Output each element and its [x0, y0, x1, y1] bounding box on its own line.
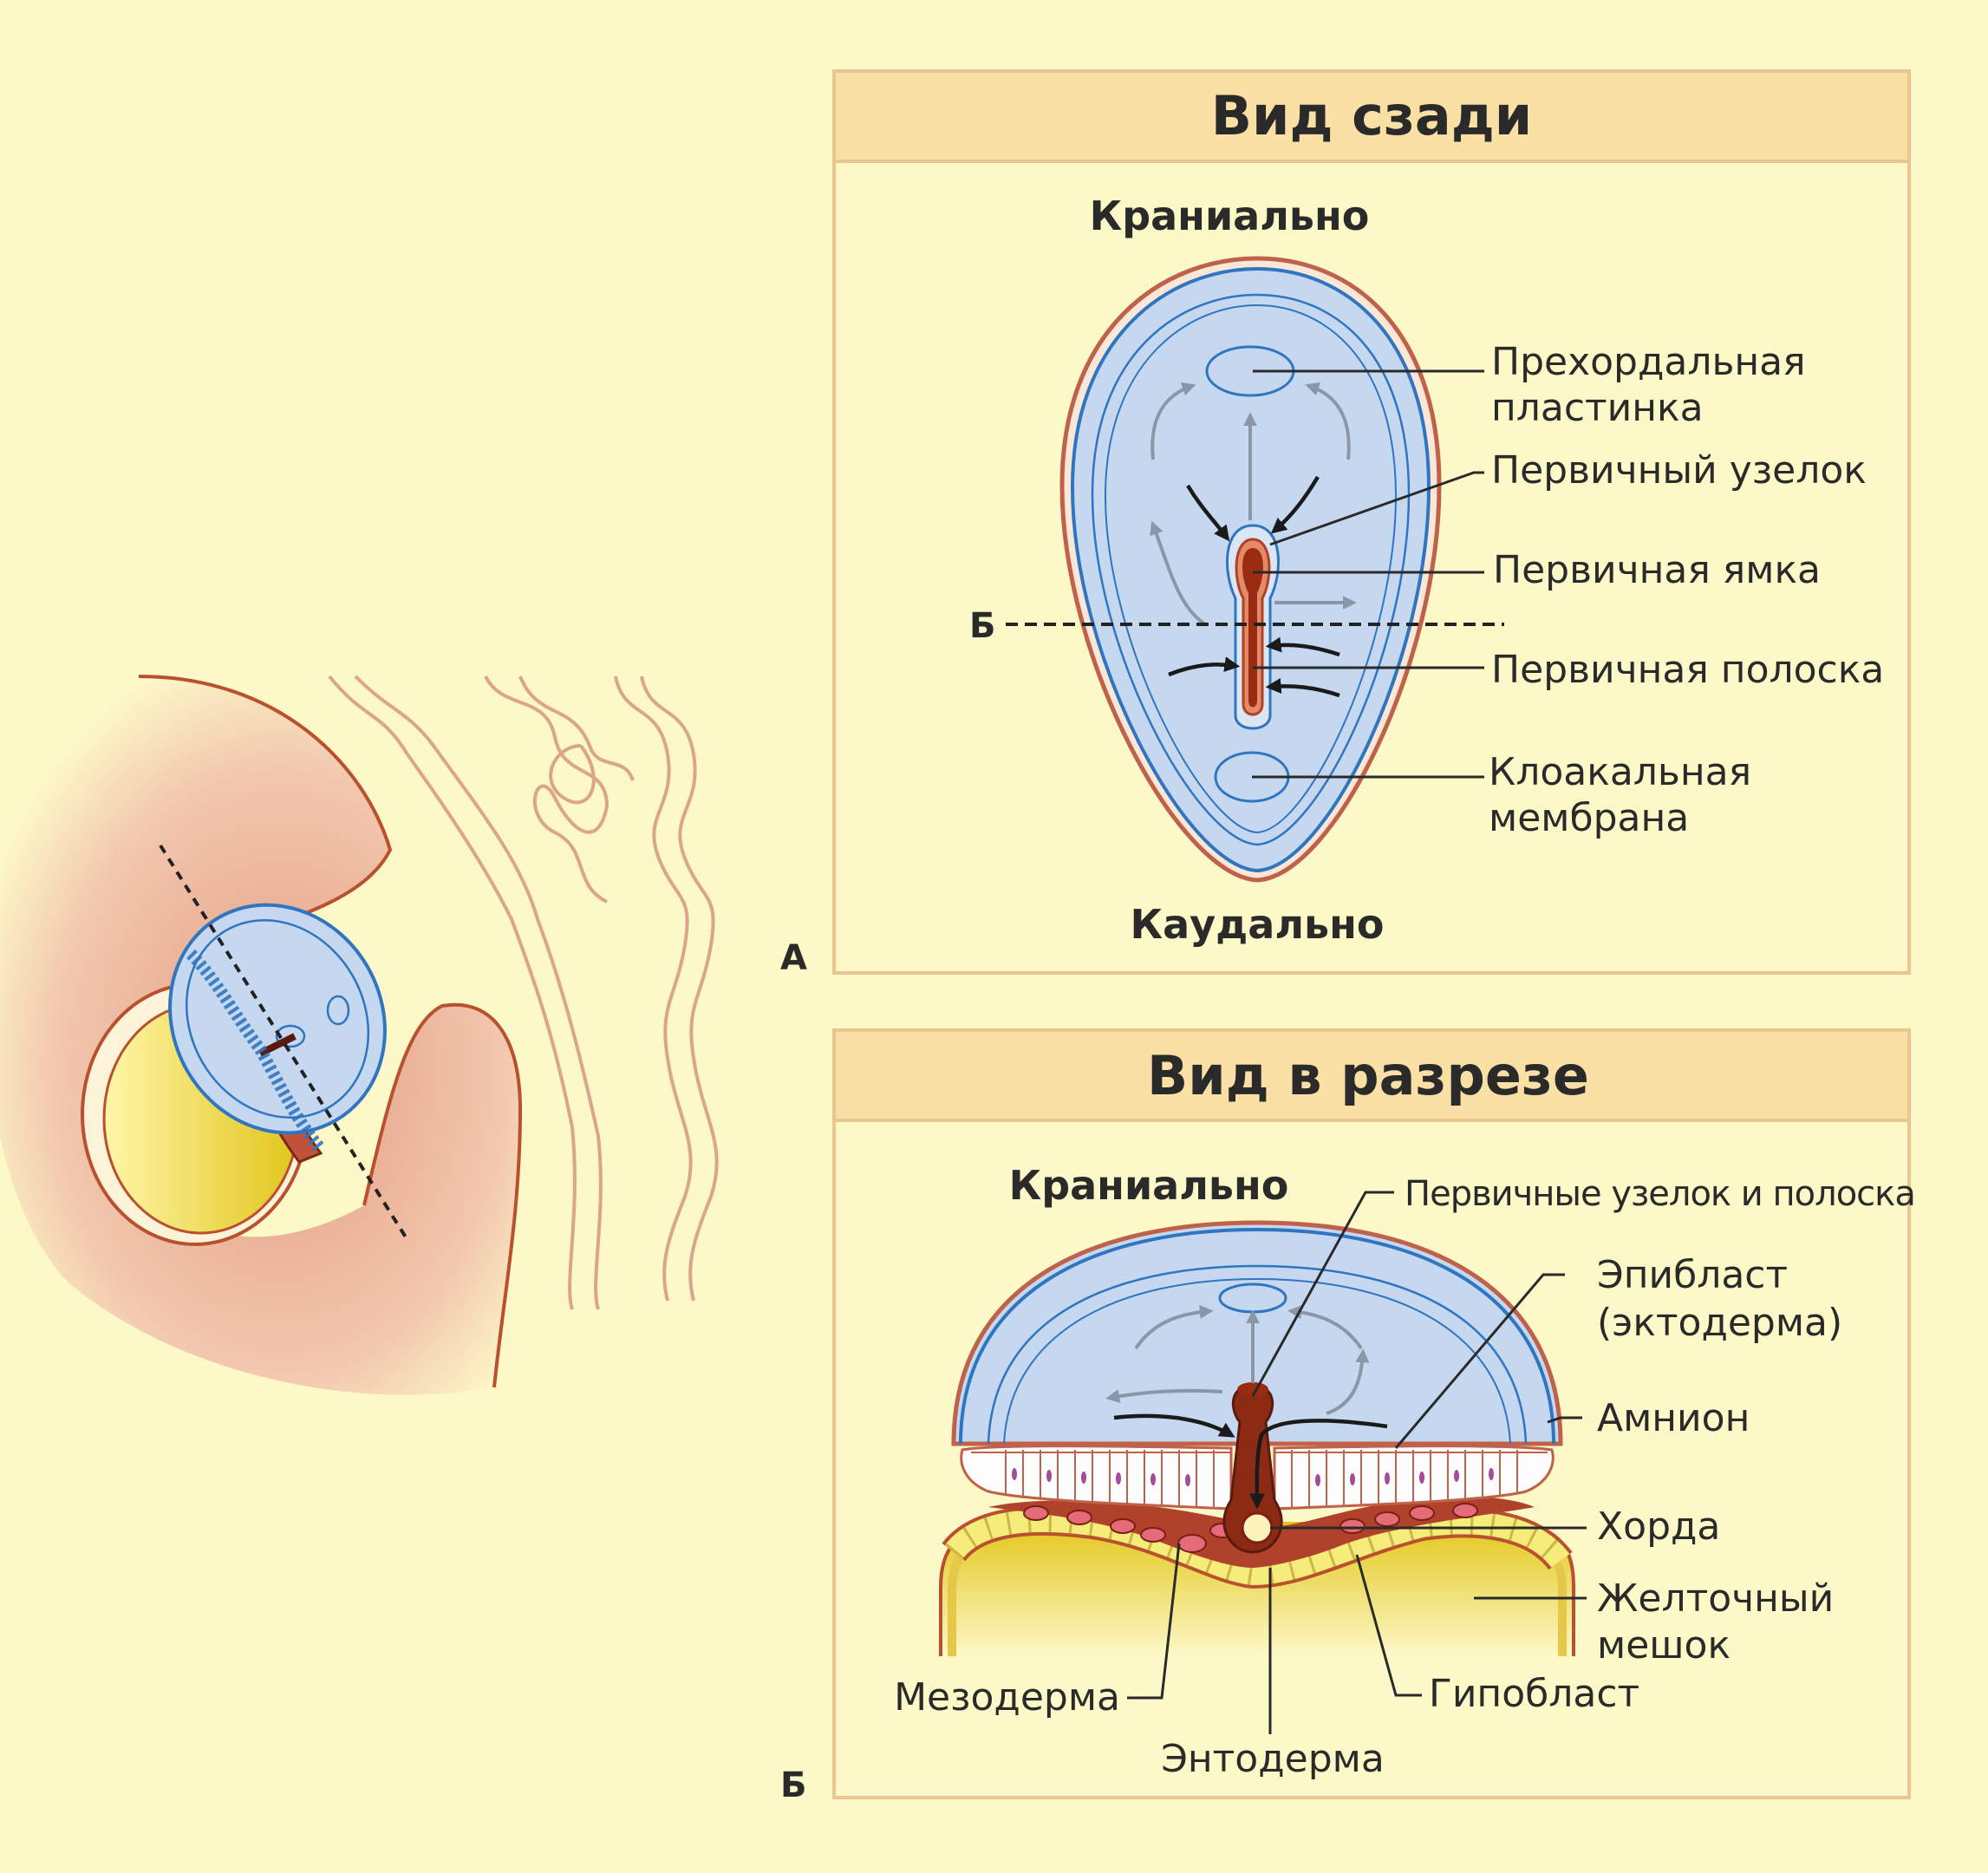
prechordal-plate [1218, 1282, 1287, 1314]
label-epiblast-2: (эктодерма) [1597, 1301, 1842, 1345]
panel-header [832, 1028, 1911, 1122]
label-amnion: Амнион [1597, 1396, 1750, 1440]
panel-title: Вид сзади [1211, 84, 1533, 147]
panel-title: Вид в разрезе [1147, 1044, 1589, 1107]
notochord [1241, 1511, 1274, 1544]
label-mesoderm: Мезодерма [894, 1675, 1120, 1720]
migration-arrows-gray [1150, 382, 1357, 626]
amnion-sphere [168, 903, 387, 1135]
migration-arrows-black [1113, 1413, 1388, 1510]
label-node-and-streak: Первичные узелок и полоска [1405, 1174, 1915, 1214]
cranial-label: Краниально [1009, 1162, 1289, 1209]
panel-dorsal-view: Вид сзади Краниально Каудально [832, 69, 1911, 975]
primitive-streak-dorsal [1226, 524, 1280, 730]
panel-letter-b: Б [780, 1765, 807, 1805]
label-cloacal-membrane-1: Клоакальная [1489, 750, 1751, 794]
cranial-label: Краниально [1090, 193, 1370, 239]
leader-lines-bottom [1127, 1191, 1587, 1734]
uterus-overview [0, 675, 719, 1395]
migration-arrows-black [1168, 475, 1340, 698]
panel-section-view: Вид в разрезе Краниально [832, 1028, 1916, 1799]
label-hypoblast: Гипобласт [1429, 1672, 1639, 1716]
panel-letter-a: А [780, 938, 807, 978]
label-yolk-sac-1: Желточный [1597, 1576, 1834, 1621]
mesoderm-cells [1023, 1503, 1478, 1553]
label-cloacal-membrane-2: мембрана [1489, 796, 1689, 840]
label-prechordal-plate-2: пластинка [1491, 386, 1704, 430]
uterine-glands [328, 675, 719, 1310]
label-primitive-node: Первичный узелок [1491, 448, 1867, 493]
section-marker-b: Б [969, 606, 996, 646]
panel-header [832, 69, 1911, 163]
primitive-node-streak [1222, 1382, 1283, 1554]
label-notochord: Хорда [1597, 1504, 1720, 1549]
label-primitive-streak: Первичная полоска [1491, 648, 1884, 692]
caudal-label: Каудально [1131, 901, 1385, 948]
label-primitive-pit: Первичная ямка [1493, 548, 1821, 592]
leader-lines-top [1252, 369, 1484, 779]
label-prechordal-plate-1: Прехордальная [1491, 340, 1806, 384]
label-endoderm: Энтодерма [1161, 1737, 1385, 1781]
label-yolk-sac-2: мешок [1597, 1623, 1731, 1667]
label-epiblast-1: Эпибласт [1597, 1253, 1788, 1297]
amnion-dome [951, 1220, 1563, 1446]
epiblast-layer [960, 1445, 1555, 1511]
